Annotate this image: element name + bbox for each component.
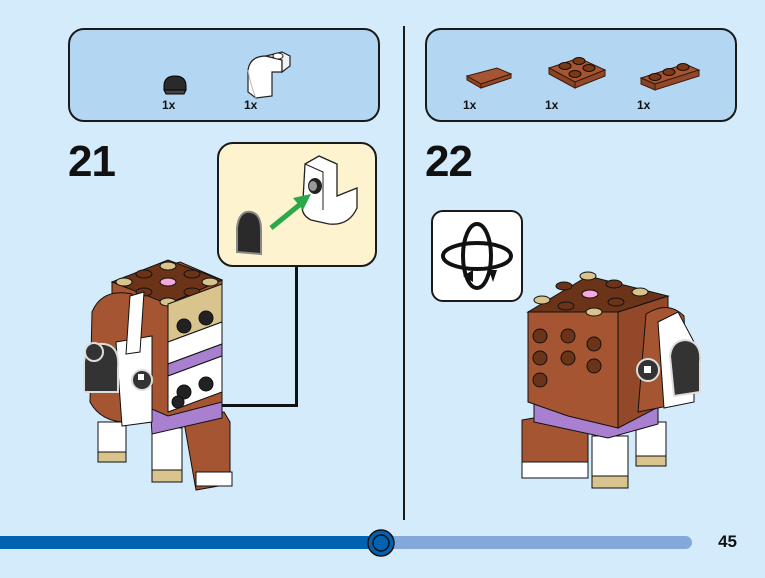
part-qty: 1x bbox=[637, 98, 651, 112]
callout-connector-horizontal bbox=[150, 404, 298, 407]
page-number: 45 bbox=[718, 532, 737, 551]
rotate-arrows-icon bbox=[441, 222, 513, 290]
part-qty: 1x bbox=[244, 98, 258, 112]
part-qty: 1x bbox=[463, 98, 477, 112]
step-22-model-illustration bbox=[521, 271, 702, 489]
step-divider bbox=[403, 26, 405, 520]
step-21-model-illustration bbox=[83, 259, 233, 491]
part-brown-plate-2x2 bbox=[547, 57, 607, 89]
step-21-parts-list: 1x 1x bbox=[68, 28, 380, 122]
part-qty: 1x bbox=[162, 98, 176, 112]
sub-assembly-callout bbox=[217, 142, 377, 267]
part-black-round-tile bbox=[163, 75, 187, 95]
callout-connector-vertical bbox=[295, 267, 298, 407]
step-22-parts-list: 1x 1x 1x bbox=[425, 28, 737, 122]
progress-track-remaining bbox=[380, 536, 692, 549]
part-brown-tile-1x2 bbox=[465, 67, 513, 89]
progress-track-filled bbox=[0, 536, 385, 549]
part-white-curved-slope bbox=[247, 51, 291, 99]
part-brown-plate-1x3 bbox=[639, 63, 701, 91]
progress-indicator-marker bbox=[367, 529, 395, 557]
rotate-model-icon bbox=[431, 210, 523, 302]
step-number-22: 22 bbox=[425, 137, 473, 186]
part-qty: 1x bbox=[545, 98, 559, 112]
callout-illustration bbox=[236, 155, 358, 256]
step-number-21: 21 bbox=[68, 137, 116, 186]
